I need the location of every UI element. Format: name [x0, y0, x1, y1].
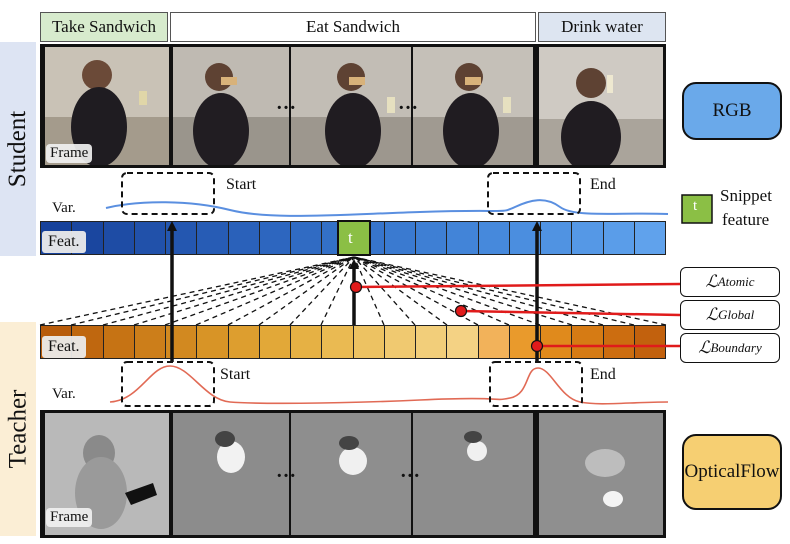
rgb-frame-tag: Frame	[46, 144, 93, 163]
teacher-feat-tag: Feat.	[42, 336, 86, 358]
loss-symbol: ℒ	[705, 305, 719, 324]
rgb-modality-label: RGB	[712, 100, 752, 121]
rgb-frame-5	[539, 47, 663, 165]
student-start-label: Start	[226, 176, 257, 193]
snippet-t-label: t	[348, 228, 353, 247]
student-band: Student	[0, 42, 36, 256]
segment-drink-water: Drink water	[538, 12, 666, 42]
global-loss-line	[460, 309, 681, 317]
rgb-frame-3	[291, 47, 411, 165]
student-variance-curve	[105, 199, 669, 217]
teacher-variance-curve	[109, 365, 669, 405]
teacher-end-label: End	[590, 366, 616, 383]
loss-symbol: ℒ	[705, 272, 718, 291]
segment-take-sandwich: Take Sandwich	[40, 12, 168, 42]
loss-subscript: Boundary	[710, 340, 762, 355]
rgb-frame-2	[173, 47, 289, 165]
student-start-box	[121, 172, 215, 215]
student-feat-tag: Feat.	[42, 231, 86, 253]
teacher-start-label: Start	[220, 366, 251, 383]
teacher-band: Teacher	[0, 322, 36, 536]
legend-snippet-label-1: Snippet	[720, 186, 772, 205]
legend-snippet-label-2: feature	[722, 210, 770, 229]
teacher-feature-row	[40, 325, 666, 359]
flow-frame-5	[539, 413, 663, 535]
legend-snippet-t: t	[693, 198, 698, 214]
legend-snippet-box	[681, 194, 713, 224]
rgb-frame-1	[45, 47, 169, 165]
teacher-var-label: Var.	[52, 386, 76, 402]
optical-flow-frames	[40, 410, 666, 538]
loss-subscript: Global	[718, 307, 755, 322]
student-end-label: End	[590, 176, 616, 193]
flow-frame-4	[413, 413, 533, 535]
snippet-t-box	[337, 220, 371, 256]
loss-symbol: ℒ	[698, 338, 711, 357]
flow-modality-label-2: Flow	[740, 461, 780, 482]
segment-eat-sandwich: Eat Sandwich	[170, 12, 536, 42]
flow-frame-3	[291, 413, 411, 535]
rgb-frame-4	[413, 47, 533, 165]
student-var-label: Var.	[52, 200, 76, 216]
global-loss-dot	[454, 304, 468, 318]
flow-frame-tag: Frame	[46, 508, 93, 527]
boundary-loss-dot	[530, 339, 544, 353]
rgb-modality-box: RGB	[682, 82, 782, 140]
atomic-loss-dot	[349, 280, 363, 294]
distillation-fan-lines	[39, 256, 667, 326]
atomic-loss-line	[355, 282, 681, 289]
optical-flow-modality-box: Optical Flow	[682, 434, 782, 510]
segment-label: Eat Sandwich	[306, 17, 400, 36]
segment-label: Drink water	[561, 17, 643, 36]
segment-label: Take Sandwich	[51, 17, 157, 36]
student-end-box	[487, 172, 581, 215]
rgb-frames	[40, 44, 666, 168]
flow-modality-label-1: Optical	[684, 461, 741, 482]
loss-subscript: Atomic	[717, 274, 755, 289]
teacher-start-box	[121, 361, 215, 407]
flow-frame-2	[173, 413, 289, 535]
